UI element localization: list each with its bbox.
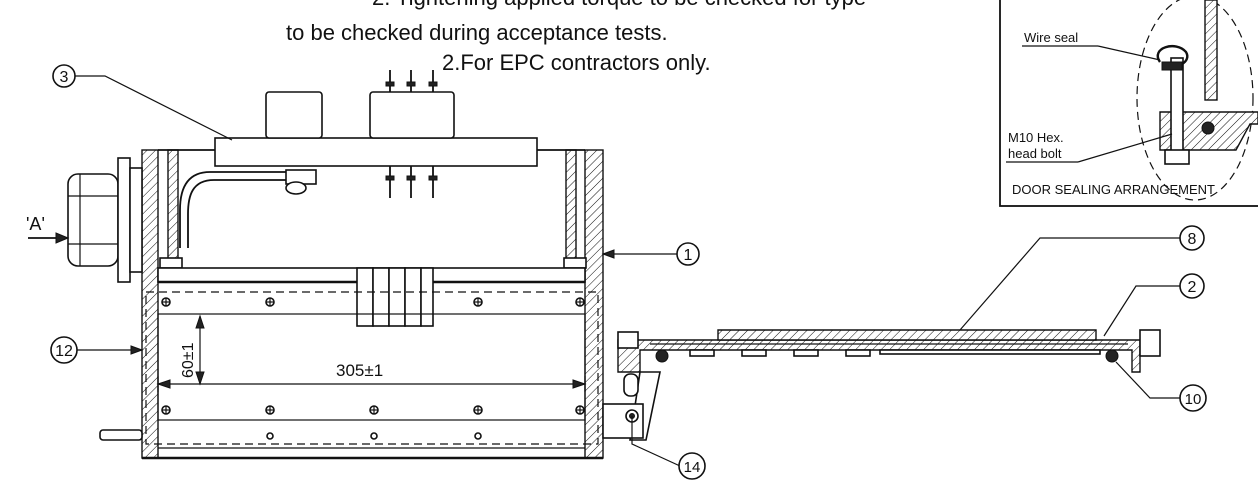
wire-seal-leader	[1097, 45, 1161, 61]
bolt-label-line2: head bolt	[1008, 146, 1062, 161]
door-sealing-detail: Wire seal M10 Hex. head bolt DOOR SEALIN…	[999, 0, 1258, 207]
balloon-12: 12	[50, 336, 144, 364]
svg-text:1: 1	[684, 247, 693, 264]
balloon-10: 10	[1115, 361, 1207, 412]
hinge-slot	[623, 373, 639, 397]
balloon-14: 14	[631, 416, 706, 480]
side-gland-flange	[117, 157, 131, 283]
door-gasket-right	[1105, 349, 1119, 363]
balloon-8: 8	[959, 225, 1205, 331]
svg-text:2: 2	[1188, 279, 1197, 296]
bolt-label-line1: M10 Hex.	[1008, 130, 1064, 145]
detail-frame	[999, 0, 1258, 207]
note-line-2: to be checked during acceptance tests.	[286, 20, 668, 45]
cable-clamp	[285, 169, 317, 185]
note-line-3: 2.For EPC contractors only.	[442, 50, 711, 75]
svg-text:12: 12	[55, 343, 73, 360]
detail-circle	[1136, 0, 1254, 201]
balloon-3: 3	[52, 64, 233, 141]
note-line-1-fragment: 2. Tightening applied torque to be check…	[372, 0, 866, 10]
detail-wall	[1204, 0, 1218, 101]
detail-gasket	[1201, 121, 1215, 135]
enclosure-section	[67, 70, 604, 460]
right-wall	[584, 149, 604, 459]
mounting-screws	[161, 297, 585, 440]
svg-text:3: 3	[60, 69, 69, 86]
detail-seal-crimp	[1161, 61, 1183, 71]
bolt-leader	[1077, 133, 1173, 163]
dimension-width-label: 305±1	[336, 361, 383, 380]
side-gland-body	[67, 173, 119, 267]
wire-seal-label: Wire seal	[1024, 30, 1078, 45]
hinge-block	[602, 403, 644, 439]
balloon-2: 2	[1103, 273, 1205, 337]
mounting-plate	[145, 291, 599, 445]
door-right-flange	[1139, 329, 1161, 357]
dimension-height-label: 60±1	[180, 342, 197, 378]
svg-text:8: 8	[1188, 231, 1197, 248]
left-wall	[141, 149, 159, 459]
internal-cable	[179, 171, 300, 248]
inner-panel	[157, 313, 586, 421]
view-arrow-a: 'A'	[26, 214, 70, 244]
svg-text:10: 10	[1185, 391, 1202, 408]
terminal-blocks	[356, 267, 434, 327]
left-inner-support	[167, 149, 179, 261]
cable-clamp-nut	[285, 181, 307, 195]
right-inner-support	[565, 149, 577, 261]
door-glass	[717, 329, 1097, 341]
cable-gland	[265, 91, 323, 139]
door-clips	[689, 349, 1101, 357]
top-connector	[369, 91, 455, 139]
door-left-flange	[617, 331, 639, 349]
balloon-1: 1	[601, 242, 700, 266]
door-gasket-left	[655, 349, 669, 363]
view-a-label: 'A'	[26, 214, 45, 234]
right-bracket	[563, 257, 587, 269]
detail-bolt-head	[1164, 149, 1190, 165]
internal-cable-inner	[187, 179, 300, 248]
dimension-60: 60±1	[180, 314, 205, 386]
side-gland-thread	[129, 167, 143, 273]
left-bracket	[159, 257, 183, 269]
detail-title: DOOR SEALING ARRANGEMENT	[1012, 182, 1215, 197]
detail-bolt	[1170, 57, 1184, 159]
earth-stud	[99, 429, 143, 441]
top-cover-plate	[214, 137, 538, 167]
svg-text:14: 14	[684, 459, 701, 476]
door-assembly	[602, 329, 1161, 441]
connector-pins	[385, 70, 438, 198]
dimension-305: 305±1	[156, 361, 587, 392]
